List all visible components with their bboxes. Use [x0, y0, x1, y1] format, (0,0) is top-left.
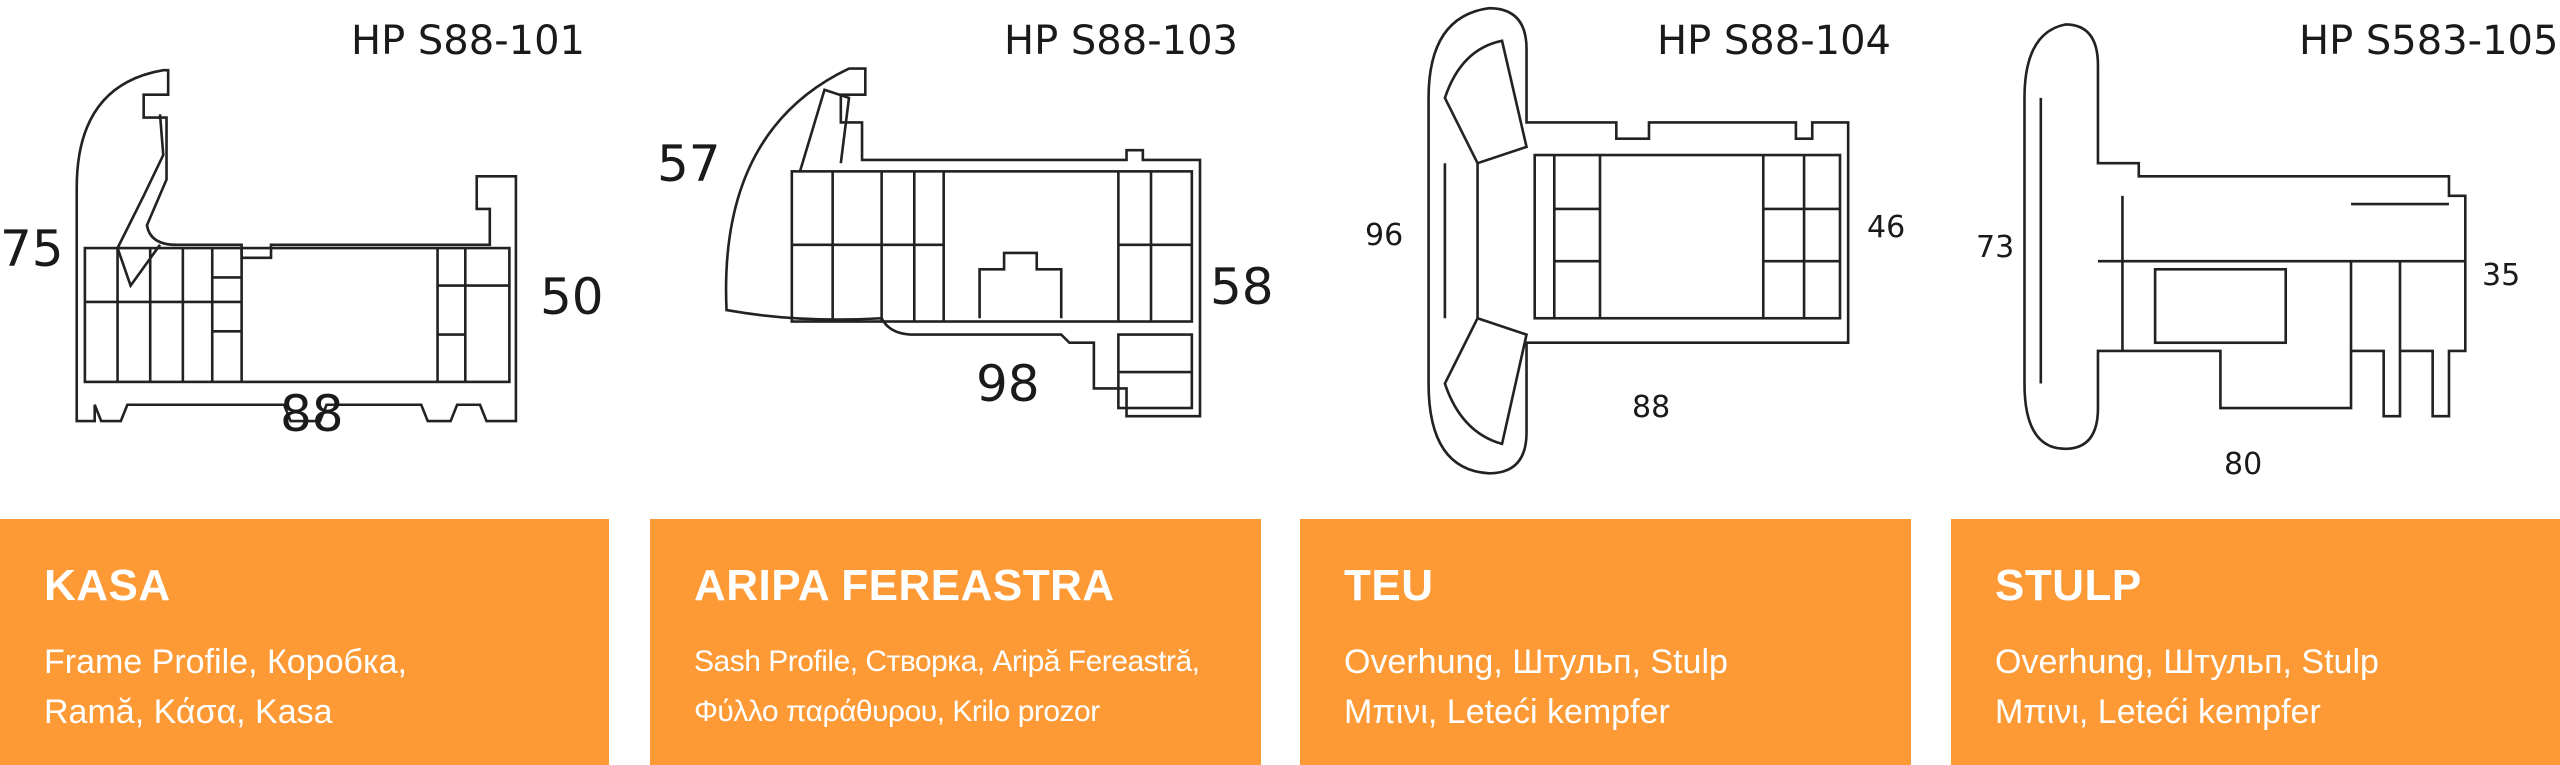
card-description: Frame Profile, Коробка, Ramă, Κάσα, Kasa: [44, 637, 407, 737]
profile-code-1: HP S88-101: [351, 18, 585, 64]
card-description: Sash Profile, Створка, Aripă Fereastră, …: [694, 637, 1200, 737]
card-title: TEU: [1344, 561, 1434, 610]
dimension-right-3: 46: [1867, 210, 1906, 245]
dimension-bottom-1: 88: [280, 385, 344, 443]
dimension-left-4: 73: [1976, 230, 2015, 265]
profile-drawing-s88-104: [1427, 6, 1850, 475]
description-line: Sash Profile, Створка, Aripă Fereastră,: [694, 645, 1200, 678]
profile-card-stulp: STULP Overhung, Штульп, Stulp Μπινι, Let…: [1951, 519, 2560, 765]
card-title: KASA: [44, 561, 171, 610]
dimension-right-2: 58: [1210, 258, 1274, 316]
dimension-bottom-3: 88: [1632, 390, 1671, 425]
dimension-left-2: 57: [657, 135, 721, 193]
dimension-right-1: 50: [540, 268, 604, 326]
dimension-left-1: 75: [0, 220, 64, 278]
card-description: Overhung, Штульп, Stulp Μπινι, Leteći ke…: [1344, 637, 1728, 737]
profile-drawing-s88-103: [724, 67, 1202, 418]
dimension-right-4: 35: [2482, 258, 2521, 293]
profile-drawing-s583-105: [2023, 23, 2467, 451]
description-line: Overhung, Штульп, Stulp: [1344, 643, 1728, 681]
description-line: Overhung, Штульп, Stulp: [1995, 643, 2379, 681]
card-description: Overhung, Штульп, Stulp Μπινι, Leteći ke…: [1995, 637, 2379, 737]
profile-code-2: HP S88-103: [1004, 18, 1238, 64]
card-title: ARIPA FEREASTRA: [694, 561, 1115, 610]
description-line: Μπινι, Leteći kempfer: [1995, 693, 2321, 731]
description-line: Frame Profile, Коробка,: [44, 643, 407, 681]
profile-code-3: HP S88-104: [1657, 18, 1891, 64]
dimension-bottom-2: 98: [976, 355, 1040, 413]
profile-drawing-s88-101: [75, 68, 518, 423]
description-line: Φύλλο παράθυρου, Krilo prozor: [694, 695, 1100, 728]
profile-card-teu: TEU Overhung, Штульп, Stulp Μπινι, Leteć…: [1300, 519, 1911, 765]
profile-code-4: HP S583-105: [2299, 18, 2559, 64]
profile-drawings: [75, 6, 2467, 475]
card-title: STULP: [1995, 561, 2142, 610]
description-line: Ramă, Κάσα, Kasa: [44, 693, 333, 731]
profile-card-kasa: KASA Frame Profile, Коробка, Ramă, Κάσα,…: [0, 519, 609, 765]
profile-card-aripa-fereastra: ARIPA FEREASTRA Sash Profile, Створка, A…: [650, 519, 1261, 765]
dimension-bottom-4: 80: [2224, 447, 2263, 482]
dimension-left-3: 96: [1365, 218, 1404, 253]
description-line: Μπινι, Leteći kempfer: [1344, 693, 1670, 731]
